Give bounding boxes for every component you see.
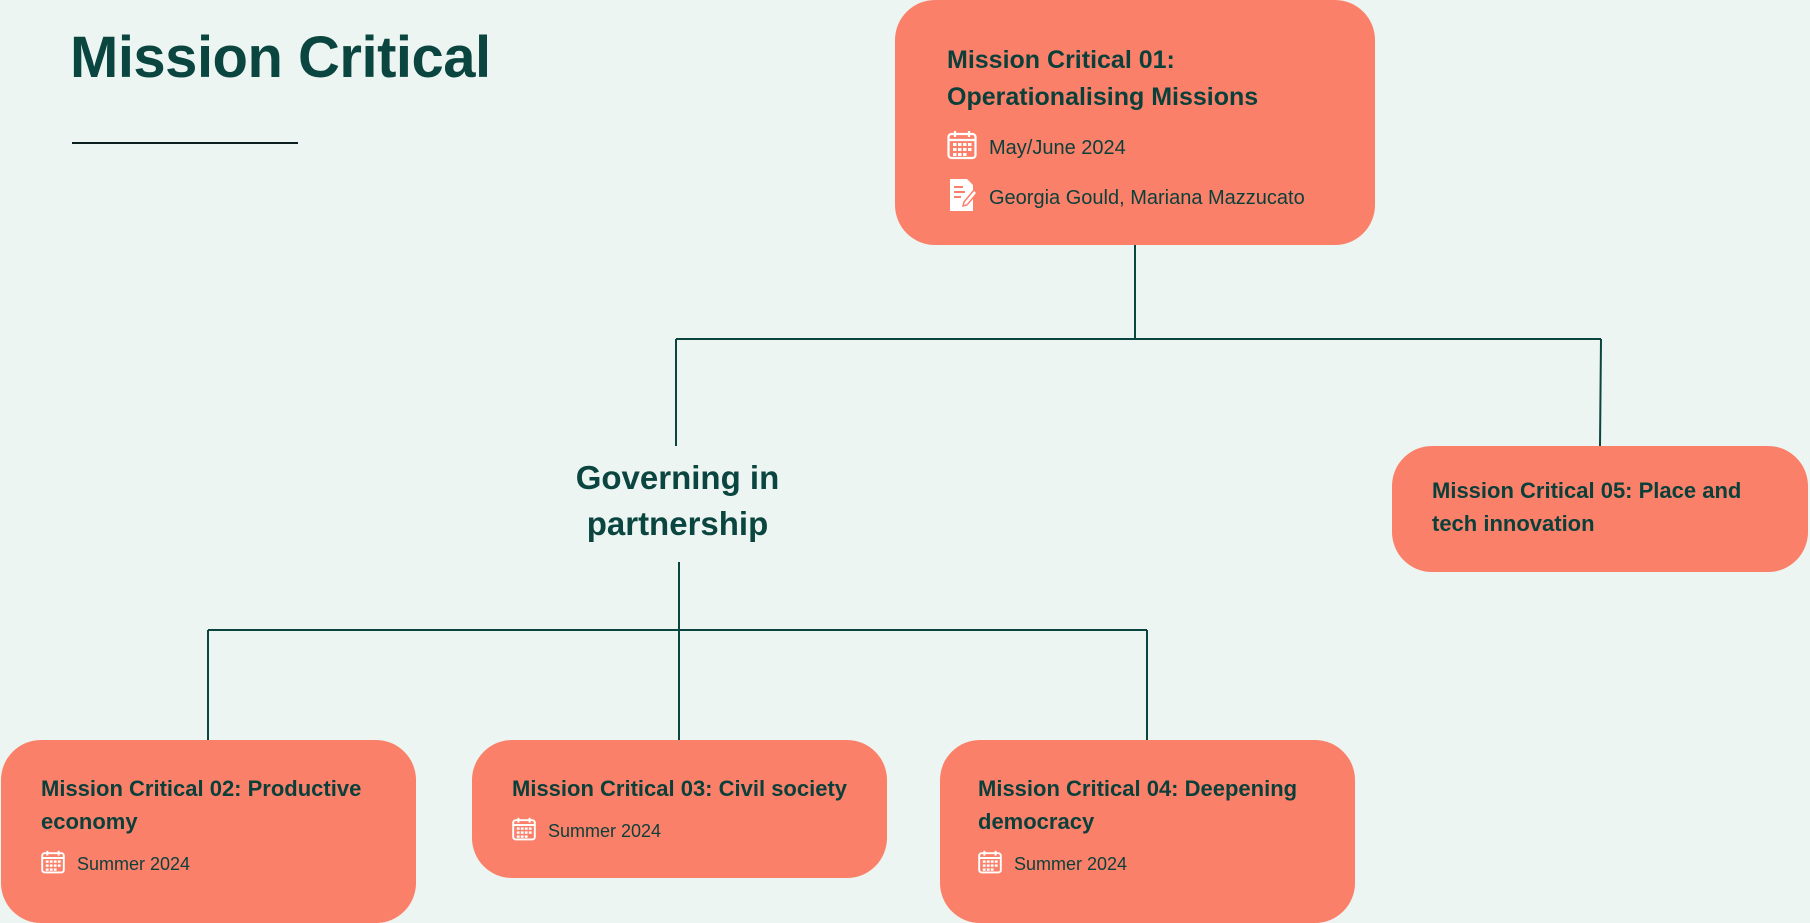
calendar-icon — [41, 850, 65, 879]
date-row: Summer 2024 — [512, 817, 887, 846]
card-title-line: Mission Critical 02: Productive — [41, 776, 362, 801]
card-title-line: economy — [41, 809, 138, 834]
card-mission-critical-01[interactable]: Mission Critical 01: Operationalising Mi… — [895, 0, 1375, 245]
card-mission-critical-05[interactable]: Mission Critical 05: Place and tech inno… — [1392, 446, 1808, 572]
card-title: Mission Critical 01: Operationalising Mi… — [947, 42, 1375, 116]
group-label-line: Governing in — [575, 459, 780, 496]
card-title-line: Mission Critical 01: — [947, 46, 1175, 74]
card-title-line: Operationalising Missions — [947, 83, 1259, 111]
card-title: Mission Critical 02: Productive economy — [41, 772, 416, 838]
calendar-icon — [947, 130, 977, 166]
card-title: Mission Critical 04: Deepening democracy — [978, 772, 1355, 838]
card-title: Mission Critical 05: Place and tech inno… — [1432, 474, 1808, 540]
card-date: May/June 2024 — [989, 136, 1126, 159]
group-label-governing-in-partnership: Governing in partnership — [540, 455, 815, 547]
title-underline — [72, 142, 298, 144]
calendar-icon — [978, 850, 1002, 879]
card-title-line: Mission Critical 05: Place and — [1432, 478, 1742, 503]
card-date: Summer 2024 — [77, 854, 191, 874]
card-title-line: Mission Critical 04: Deepening — [978, 776, 1298, 801]
connector-to-mc05 — [1599, 338, 1602, 447]
date-row: Summer 2024 — [978, 850, 1355, 879]
card-title: Mission Critical 03: Civil society — [512, 776, 848, 801]
authors-row: Georgia Gould, Mariana Mazzucato — [947, 178, 1375, 218]
card-mission-critical-03[interactable]: Mission Critical 03: Civil society Summe… — [472, 740, 887, 878]
card-authors: Georgia Gould, Mariana Mazzucato — [989, 186, 1305, 209]
date-row: Summer 2024 — [41, 850, 416, 879]
document-edit-icon — [947, 178, 979, 218]
card-mission-critical-04[interactable]: Mission Critical 04: Deepening democracy… — [940, 740, 1355, 923]
card-date: Summer 2024 — [548, 821, 662, 841]
card-title-line: democracy — [978, 809, 1095, 834]
page-title: Mission Critical — [70, 25, 491, 90]
card-mission-critical-02[interactable]: Mission Critical 02: Productive economy … — [1, 740, 416, 923]
card-date: Summer 2024 — [1014, 854, 1128, 874]
calendar-icon — [512, 817, 536, 846]
card-title-line: tech innovation — [1432, 511, 1595, 536]
group-label-line: partnership — [586, 505, 769, 542]
date-row: May/June 2024 — [947, 130, 1375, 166]
